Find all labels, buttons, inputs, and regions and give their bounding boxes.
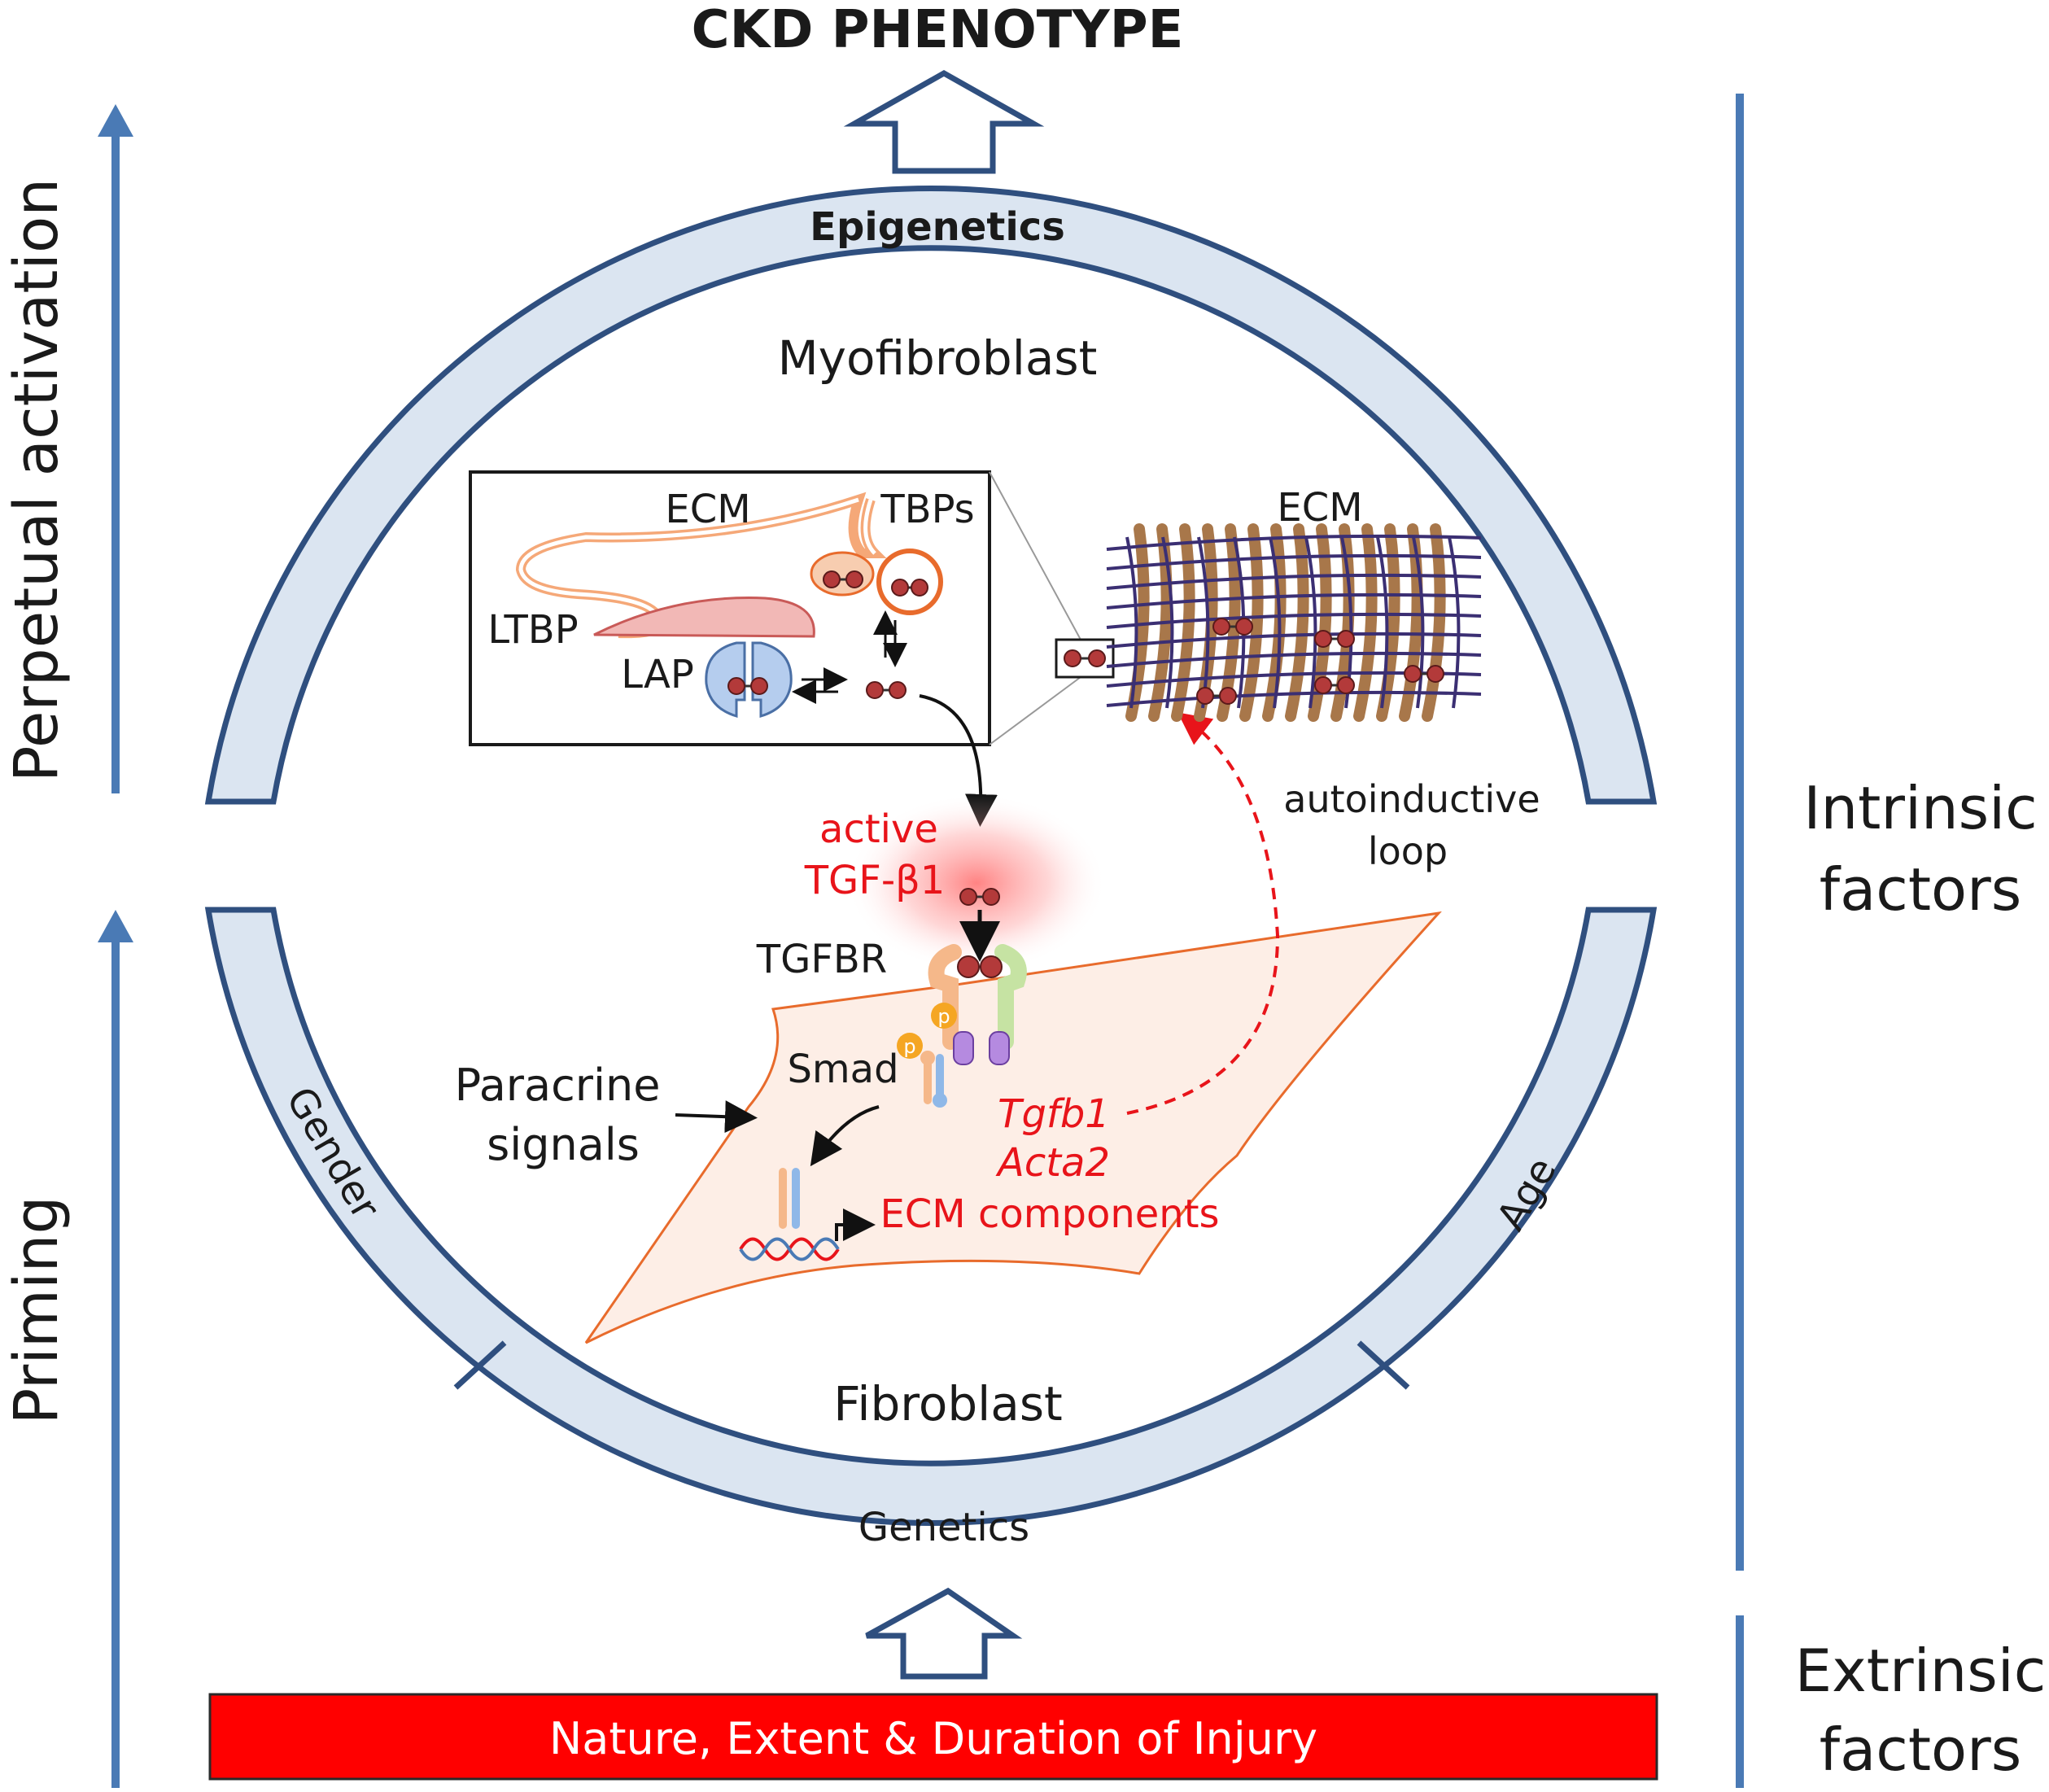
- fibroblast-cell: [584, 911, 1442, 1344]
- autoinductive-loop-arrow: [1126, 712, 1280, 1115]
- ecm-fiber-elastic: [1106, 612, 1482, 629]
- ecm-fiber-collagen: [1285, 523, 1309, 722]
- svg-text:p: p: [903, 1035, 915, 1058]
- loop-label-line2: loop: [1368, 829, 1448, 873]
- free-dimer: [866, 681, 907, 699]
- up-hollow-arrow-bottom: [865, 1587, 1023, 1680]
- paracrine-arrow: [675, 1100, 758, 1134]
- lap-dimer: [727, 677, 768, 695]
- ecm-fiber-elastic: [1106, 592, 1482, 610]
- inset-ecm-label: ECM: [665, 487, 750, 532]
- tgfbr-label: TGFBR: [756, 937, 887, 982]
- fibroblast-label: Fibroblast: [833, 1376, 1063, 1431]
- transcription-arrow: [835, 1209, 876, 1241]
- injury-bar: [208, 1693, 1658, 1781]
- ecm-bound-dimer: [1314, 676, 1355, 694]
- zoom-line-bottom: [989, 676, 1081, 745]
- smad-label: Smad: [787, 1047, 898, 1092]
- lap-label: LAP: [621, 652, 694, 697]
- intrinsic-label-line2: factors: [1820, 855, 2021, 924]
- dna-helix: [739, 1237, 840, 1261]
- ring-bottom-arc: [204, 907, 1658, 1527]
- ecm-matrix-mesh: [1106, 523, 1482, 722]
- page-title: CKD PHENOTYPE: [692, 0, 1184, 60]
- ecm-fiber-elastic: [1106, 534, 1482, 551]
- inset-ecm-fiber-core: [518, 497, 876, 620]
- ring-top-arc: [204, 185, 1658, 805]
- extrinsic-label-line2: factors: [1820, 1716, 2021, 1784]
- ltbp-label: LTBP: [487, 607, 578, 653]
- phospho-badge-1: p: [931, 1003, 957, 1029]
- matrix-ecm-label: ECM: [1277, 485, 1362, 531]
- smad-complex: [920, 1051, 947, 1108]
- ecm-fiber-elastic: [1125, 536, 1138, 709]
- ring-label-epigenetics: Epigenetics: [810, 204, 1065, 250]
- ecm-fiber-elastic: [1412, 536, 1425, 709]
- tgfbr-receptor: [928, 944, 1027, 1065]
- left-axis-arrow-bottom: [98, 910, 133, 1788]
- ring-label-genetics: Genetics: [858, 1505, 1029, 1550]
- equilibrium-arrows-vertical: [873, 610, 907, 667]
- ecm-fiber-elastic: [1106, 651, 1482, 668]
- ecm-fiber-elastic: [1376, 536, 1389, 709]
- intrinsic-label-line1: Intrinsic: [1803, 774, 2037, 842]
- ecm-bound-dimer: [1404, 665, 1444, 683]
- ring-divider-left: [453, 1340, 507, 1390]
- up-hollow-arrow-top: [843, 69, 1045, 174]
- ecm-fiber-elastic: [1197, 536, 1210, 709]
- ecm-fiber-collagen: [1125, 523, 1150, 722]
- ecm-fiber-collagen: [1239, 523, 1264, 722]
- svg-text:p: p: [937, 1005, 950, 1028]
- nuclear-arrow: [810, 1105, 880, 1167]
- receptor-ligand: [957, 955, 1003, 978]
- ecm-fiber-elastic: [1161, 536, 1174, 709]
- priming-label: Priming: [2, 1196, 72, 1425]
- paracrine-label-line2: signals: [487, 1119, 640, 1170]
- tgf-label: TGF-β1: [804, 858, 946, 903]
- paracrine-label-line1: Paracrine: [455, 1060, 661, 1111]
- ecm-fiber-elastic: [1106, 553, 1482, 570]
- tbp-dimer: [823, 570, 863, 588]
- lap-shape: [705, 641, 793, 719]
- ecm-fiber-elastic: [1269, 536, 1282, 709]
- gene-tgfb1: Tgfb1: [998, 1091, 1110, 1137]
- gene-ecm-components: ECM components: [880, 1191, 1219, 1237]
- inset-tbps-label: TBPs: [880, 487, 974, 532]
- ecm-fiber-elastic: [1106, 573, 1482, 590]
- myofibroblast-label: Myofibroblast: [778, 330, 1098, 386]
- phospho-badge-2: p: [897, 1033, 923, 1059]
- tbp-bound: [810, 551, 875, 597]
- tbp-ring: [876, 549, 943, 615]
- ecm-bound-dimer: [1196, 687, 1237, 705]
- zoom-line-top: [989, 471, 1081, 640]
- ltbp-shape: [593, 597, 815, 638]
- injury-bar-label: Nature, Extent & Duration of Injury: [549, 1713, 1317, 1764]
- active-dimer: [959, 888, 1000, 906]
- tbp-ring-dimer: [891, 579, 928, 597]
- ecm-fiber-elastic: [1106, 632, 1482, 649]
- perpetual-activation-label: Perpetual activation: [2, 178, 72, 782]
- zoom-dimer: [1064, 649, 1106, 667]
- activation-arrow: [919, 694, 998, 827]
- ecm-fiber-elastic: [1106, 690, 1482, 707]
- active-label: active: [819, 806, 938, 852]
- gene-acta2: Acta2: [995, 1140, 1110, 1186]
- smad-on-dna: [779, 1168, 800, 1229]
- ecm-bound-dimer: [1212, 618, 1253, 636]
- extrinsic-label-line1: Extrinsic: [1795, 1637, 2047, 1705]
- ecm-bound-dimer: [1314, 630, 1355, 648]
- active-glow: [846, 793, 1107, 972]
- loop-label-line1: autoinductive: [1283, 777, 1540, 821]
- equilibrium-arrows-horizontal: [792, 667, 848, 704]
- ring-divider-right: [1357, 1340, 1410, 1390]
- ecm-fiber-elastic: [1448, 536, 1461, 709]
- ecm-fiber-elastic: [1304, 536, 1317, 709]
- left-axis-arrow-top: [98, 104, 133, 793]
